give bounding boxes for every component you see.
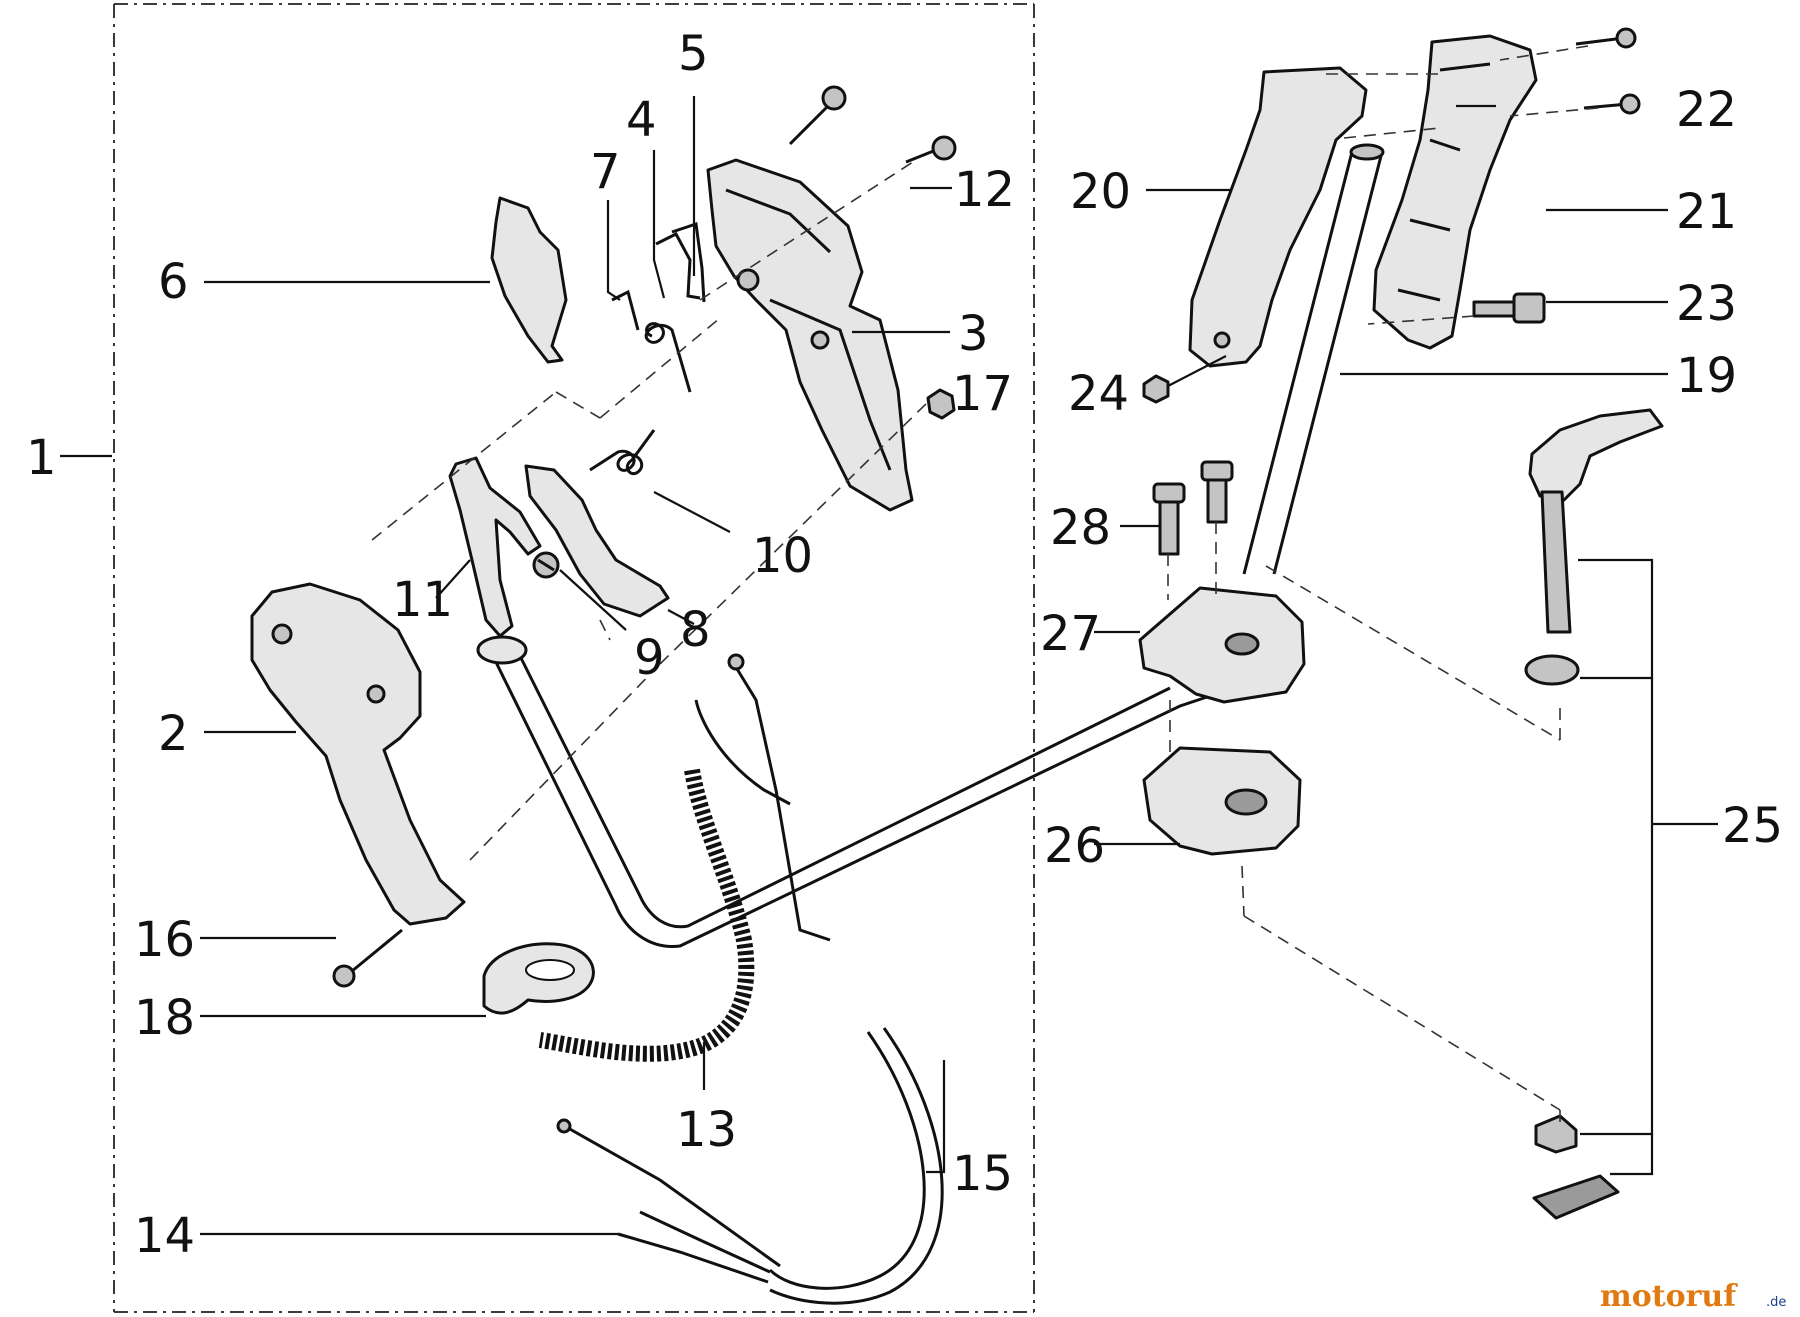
part-3-handle-half [706, 158, 914, 512]
part-14-wire-harness [567, 1126, 781, 1284]
callout-labels: 1 2 3 4 5 6 7 8 9 10 11 12 13 14 15 16 1… [26, 26, 1783, 1264]
callout-13: 13 [676, 1102, 737, 1158]
callout-4: 4 [626, 92, 657, 148]
callout-28: 28 [1050, 500, 1111, 556]
part-2-hole-b [366, 684, 386, 704]
callout-8: 8 [680, 602, 711, 658]
part-24-nut [1142, 374, 1170, 404]
assembly-guide-lines [371, 45, 1599, 1126]
wire-harness-upper [694, 663, 831, 942]
callout-19: 19 [1676, 348, 1737, 404]
callout-14: 14 [134, 1208, 195, 1264]
part-15-throttle-cable [768, 1031, 926, 1290]
watermark: motoruf .de [1600, 1279, 1786, 1314]
callout-1: 1 [26, 430, 57, 486]
callout-3: 3 [958, 306, 989, 362]
callout-18: 18 [134, 990, 195, 1046]
watermark-suffix: .de [1766, 1295, 1786, 1310]
part-26-bore [1224, 788, 1268, 816]
callout-20: 20 [1070, 164, 1131, 220]
part-27-clamp-upper [1138, 586, 1306, 704]
part-26-clamp-lower [1142, 746, 1302, 856]
callout-11: 11 [392, 572, 453, 628]
part-20-grip-cover [1188, 66, 1368, 368]
part-11-throttle-trigger [448, 456, 542, 638]
part-screw-top [788, 85, 847, 146]
callout-10: 10 [752, 528, 813, 584]
assembly-boundary-box [113, 3, 1035, 1313]
part-2-hole-a [271, 623, 293, 645]
callout-2: 2 [158, 706, 189, 762]
part-3-boss [736, 268, 760, 292]
wire-terminal-upper [727, 653, 745, 671]
part-8-trigger-cover [524, 464, 670, 618]
callout-24: 24 [1068, 366, 1129, 422]
callout-26: 26 [1044, 818, 1105, 874]
part-10-spring [589, 429, 656, 475]
part-23-bolt [1472, 292, 1546, 324]
callout-9: 9 [634, 630, 665, 686]
callout-22: 22 [1676, 82, 1737, 138]
callout-7: 7 [590, 144, 621, 200]
part-2-handle-half [250, 582, 466, 926]
part-15-throttle-cable-outer [769, 1027, 944, 1305]
wire-terminal-lower [556, 1118, 572, 1134]
callout-25: 25 [1722, 798, 1783, 854]
part-25-block [1532, 1174, 1620, 1220]
part-18-clamp-hole [525, 959, 575, 981]
callout-15: 15 [952, 1146, 1013, 1202]
part-25-nut-lower [1534, 1114, 1578, 1154]
part-12-screw [905, 135, 957, 164]
part-20-hole [1213, 331, 1231, 349]
loop-handle-tube-inner [510, 639, 1171, 929]
callout-21: 21 [1676, 184, 1737, 240]
part-16-screw [332, 928, 403, 988]
watermark-brand: motoruf [1600, 1279, 1738, 1314]
leader-lines [60, 96, 1718, 1236]
callout-23: 23 [1676, 276, 1737, 332]
callout-17: 17 [952, 366, 1013, 422]
part-19-tube-top [1349, 143, 1385, 161]
part-21-grip-half [1372, 34, 1538, 350]
tube-end-cap [476, 635, 528, 665]
part-7-spring [611, 289, 692, 393]
callout-27: 27 [1040, 606, 1101, 662]
part-25-threaded-bolt [1540, 490, 1572, 634]
part-25-clamp-lever [1528, 408, 1664, 502]
callout-12: 12 [954, 162, 1015, 218]
part-25-washer [1524, 654, 1580, 686]
part-6-lock-lever [490, 196, 568, 364]
part-3-detail-lines [725, 188, 892, 471]
part-22-screws [1575, 27, 1641, 115]
part-3-hole [810, 330, 830, 350]
part-5-spring [671, 222, 706, 303]
part-4-spring [655, 232, 701, 300]
part-27-bore [1224, 632, 1260, 656]
callout-6: 6 [158, 254, 189, 310]
loop-handle-tube [488, 649, 1217, 948]
part-13-corrugated-tube [538, 768, 755, 1062]
part-17-nut [926, 388, 956, 420]
callout-5: 5 [678, 26, 709, 82]
part-28-bolts [1152, 460, 1234, 556]
part-21-ribs [1397, 62, 1491, 302]
callout-16: 16 [134, 912, 195, 968]
part-9-screw [532, 551, 560, 579]
part-19-upright-tube [1242, 151, 1384, 575]
